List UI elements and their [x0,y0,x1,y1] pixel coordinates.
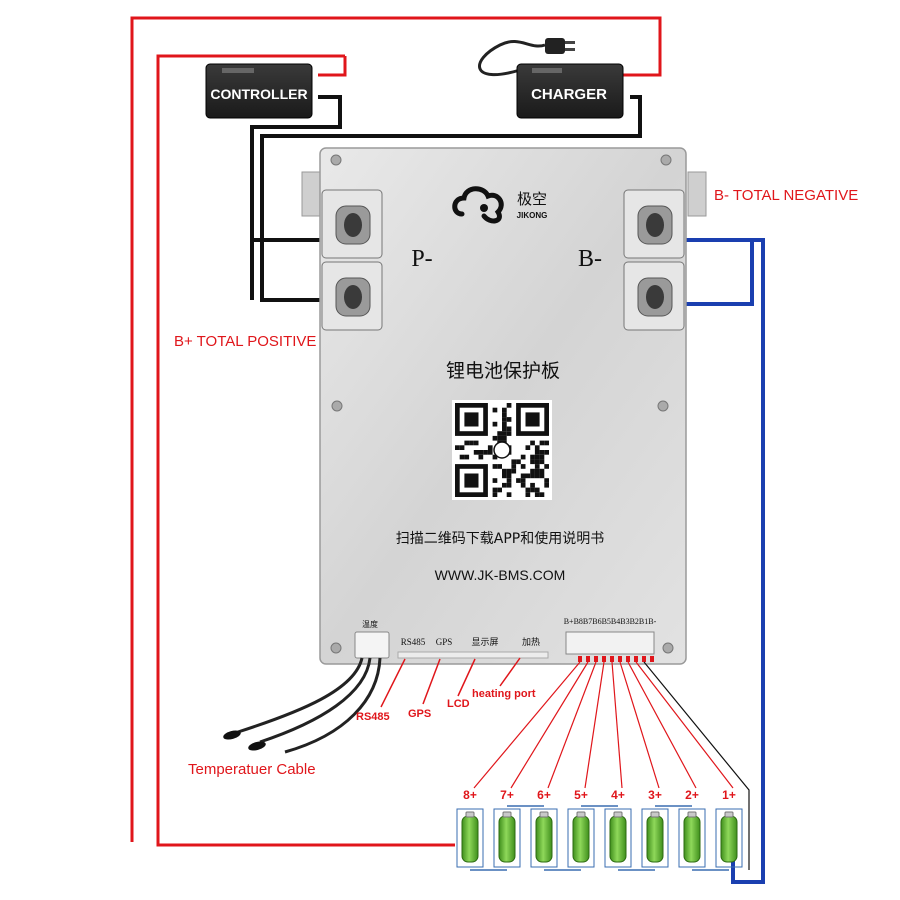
port-pointers [380,657,521,708]
temp-connector [354,631,390,659]
temp-cable-label: Temperatuer Cable [188,761,316,778]
balance-connector [565,631,655,655]
p-minus-marking: P- [411,246,432,272]
website: WWW.JK-BMS.COM [435,567,566,583]
temperature-cable [223,657,382,754]
heating-port-label: heating port [472,688,536,700]
plug-icon [545,38,565,54]
cloud-logo-icon [452,186,504,224]
lcd-label: LCD [447,698,470,710]
balance-pin [650,656,654,662]
charger-box: CHARGER [478,38,624,119]
battery-cell: 8+ [456,788,484,868]
port-gps: GPS [436,637,453,647]
b-minus-marking: B- [578,246,602,272]
balance-wire [635,661,734,789]
controller-label: CONTROLLER [210,86,307,102]
rs485-label: RS485 [356,711,390,723]
cell-label: 7+ [500,788,514,802]
balance-pin [610,656,614,662]
logo-cn: 极空 [517,190,547,208]
b-minus-balance-wire [643,661,750,870]
scan-instruction: 扫描二维码下载APP和使用说明书 [396,530,604,547]
battery-cell: 6+ [530,788,558,868]
cell-label: 6+ [537,788,551,802]
charger-label: CHARGER [531,86,607,103]
balance-wire [627,661,697,789]
balance-pin [618,656,622,662]
balance-pin [642,656,646,662]
balance-pin [634,656,638,662]
cell-label: 5+ [574,788,588,802]
balance-pin [578,656,582,662]
balance-pin [586,656,590,662]
board-title-cn: 锂电池保护板 [446,360,560,382]
battery-cell: 5+ [567,788,595,868]
temp-port-label: 温度 [362,619,378,629]
balance-pin [594,656,598,662]
balance-pin [602,656,606,662]
cell-label: 2+ [685,788,699,802]
b-minus-terminal [623,189,685,331]
balance-pin [626,656,630,662]
battery-cell: 2+ [678,788,706,868]
logo-en: JIKONG [517,211,548,220]
qr-code-icon [452,400,552,500]
balance-wire [611,661,623,789]
p-minus-terminal [321,189,383,331]
bms-board: 极空 JIKONG P- B- 锂电池保护板 扫描二维码下载APP和使用说明书 … [301,147,707,665]
balance-wire [547,661,597,789]
b-minus-wires [682,238,765,884]
gps-label: GPS [408,708,431,720]
battery-cell: 7+ [493,788,521,868]
b-total-positive-label: B+ TOTAL POSITIVE [174,333,316,350]
balance-wire [510,661,589,789]
cell-label: 4+ [611,788,625,802]
positive-wire [130,16,662,847]
b-total-negative-label: B- TOTAL NEGATIVE [714,187,858,204]
port-heat: 加热 [522,636,540,648]
balance-header-label: B+B8B7B6B5B4B3B2B1B- [564,617,657,626]
balance-wire [473,661,581,789]
cell-label: 8+ [463,788,477,802]
balance-wire [619,661,660,789]
controller-box: CONTROLLER [205,63,313,119]
battery-cell: 1+ [715,788,743,868]
balance-wires [473,661,750,870]
port-display: 显示屏 [471,637,498,648]
cell-label: 3+ [648,788,662,802]
p-minus-wires [250,95,642,302]
battery-pack: 8+ 7+ 6+ 5+ 4+ 3+ 2+ 1+ [456,788,743,871]
balance-wire [584,661,605,789]
port-rs485: RS485 [401,637,426,647]
battery-cell: 3+ [641,788,669,868]
battery-cell: 4+ [604,788,632,868]
cell-label: 1+ [722,788,736,802]
